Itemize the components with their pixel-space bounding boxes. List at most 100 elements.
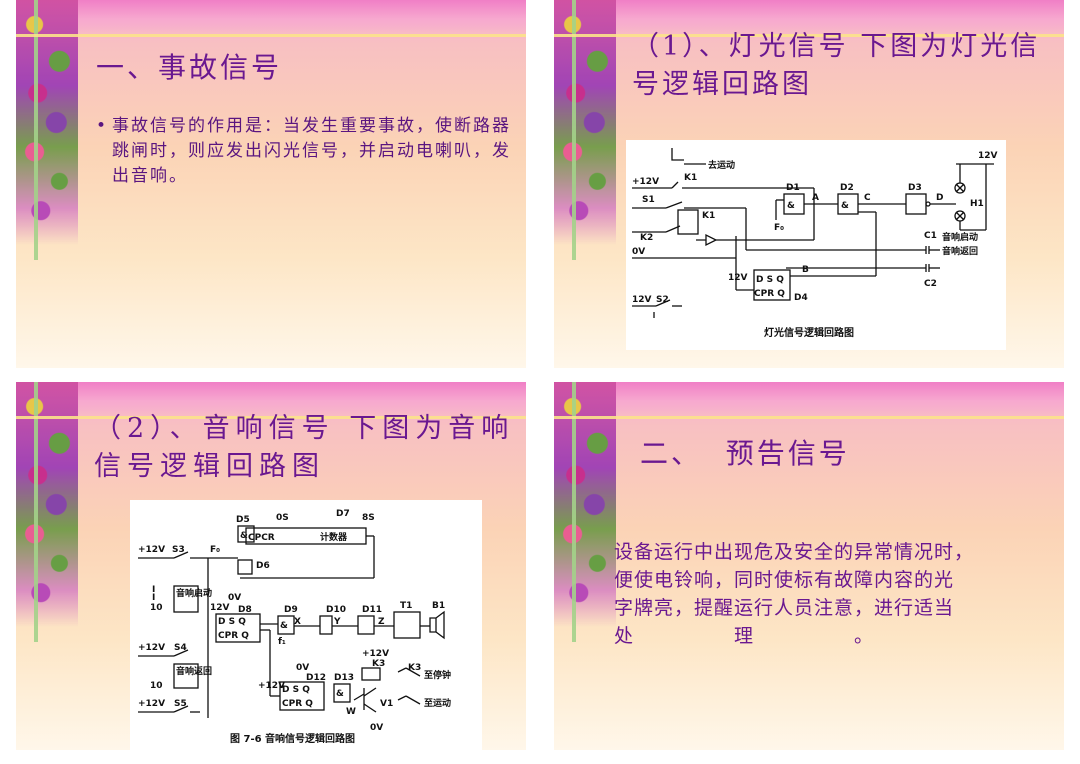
slide-light-signal: （1）、灯光信号 下图为灯光信号逻辑回路图 去运动 +12V K1 S1 K1 … <box>554 0 1064 368</box>
label-10-b: 10 <box>150 681 163 691</box>
label-c: C <box>864 193 871 203</box>
flower-decoration <box>554 0 616 245</box>
slide-sound-signal: （2）、音响信号 下图为音响信号逻辑回路图 0S D7 8S CPCR 计数器 … <box>16 382 526 750</box>
flower-decoration <box>16 382 78 627</box>
label-cprq2: CPR Q <box>282 699 313 709</box>
label-0s: 0S <box>276 513 289 523</box>
svg-text:&: & <box>841 201 849 211</box>
label-12v-f: +12V <box>138 699 165 709</box>
light-signal-diagram: 去运动 +12V K1 S1 K1 K2 0V D1 <box>626 140 1006 350</box>
body-line-2: 便使电铃响，同时使标有故障内容的光 <box>614 569 955 591</box>
label-d9: D9 <box>284 605 298 615</box>
label-i2: I <box>152 593 155 603</box>
label-i1: I <box>152 585 155 595</box>
label-d1: D1 <box>786 183 800 193</box>
decor-vertical-line <box>34 0 38 260</box>
body-text: 设备运行中出现危及安全的异常情况时， 便使电铃响，同时使标有故障内容的光 字牌亮… <box>614 538 1034 650</box>
label-0v-a: 0V <box>228 593 241 603</box>
label-d2: D2 <box>840 183 854 193</box>
label-12v-top: 12V <box>978 151 998 161</box>
label-go-run: 去运动 <box>708 159 735 171</box>
label-dsq: D S Q <box>756 275 784 285</box>
bullet-dot: • <box>96 116 109 136</box>
label-b: B <box>802 265 809 275</box>
decor-vertical-line <box>572 382 576 642</box>
label-8s: 8S <box>362 513 375 523</box>
decor-horizontal-line <box>554 34 1064 37</box>
label-12v-left: +12V <box>632 177 659 187</box>
bullet-text: • 事故信号的作用是：当发生重要事故，使断路器跳闸时，则应发出闪光信号，并启动电… <box>96 114 512 189</box>
label-12v-c: +12V <box>138 643 165 653</box>
slide-title: 二、 预告信号 <box>640 437 850 470</box>
slide-top-band <box>554 382 1064 414</box>
label-0v-c: 0V <box>370 723 383 733</box>
label-y: Y <box>333 617 341 627</box>
label-dsq1: D S Q <box>218 617 246 627</box>
slide-accident-signal: 一、事故信号 • 事故信号的作用是：当发生重要事故，使断路器跳闸时，则应发出闪光… <box>16 0 526 368</box>
svg-text:&: & <box>336 689 344 699</box>
label-k1b: K1 <box>702 211 715 221</box>
label-12v-mid: 12V <box>728 273 748 283</box>
label-10-a: 10 <box>150 603 163 613</box>
label-b1: B1 <box>432 601 445 611</box>
diagram-caption: 灯光信号逻辑回路图 <box>764 326 854 339</box>
decor-horizontal-line <box>554 416 1064 419</box>
label-d5: D5 <box>236 515 250 525</box>
label-s3: S3 <box>172 545 185 555</box>
label-c1: C1 <box>924 231 937 241</box>
label-d: D <box>936 193 943 203</box>
slide-top-band <box>554 0 1064 32</box>
label-k2: K2 <box>640 233 653 243</box>
label-f0: F₀ <box>774 223 784 233</box>
bullet-body: 事故信号的作用是：当发生重要事故，使断路器跳闸时，则应发出闪光信号，并启动电喇叭… <box>112 116 511 186</box>
slide-warning-signal: 二、 预告信号 设备运行中出现危及安全的异常情况时， 便使电铃响，同时使标有故障… <box>554 382 1064 750</box>
body-line-1: 设备运行中出现危及安全的异常情况时， <box>614 541 975 563</box>
label-s5: S5 <box>174 699 187 709</box>
slide-title: 一、事故信号 <box>96 51 283 84</box>
label-w: W <box>346 707 356 717</box>
label-stop-bell: 至停钟 <box>424 669 451 681</box>
flower-decoration <box>16 0 78 245</box>
decor-vertical-line <box>34 382 38 642</box>
label-d13: D13 <box>334 673 354 683</box>
label-d8: D8 <box>238 605 252 615</box>
label-cpcr: CPCR <box>248 533 275 543</box>
label-d11: D11 <box>362 605 382 615</box>
label-12v-bottom: 12V <box>632 295 652 305</box>
label-s2: S2 <box>656 295 669 305</box>
label-d4: D4 <box>794 293 808 303</box>
label-k1a: K1 <box>684 173 697 183</box>
body-line-4: 处 理 。 <box>614 625 875 647</box>
label-s4: S4 <box>174 643 187 653</box>
label-k3: K3 <box>372 659 385 669</box>
diagram-caption: 图 7-6 音响信号逻辑回路图 <box>230 732 355 745</box>
decor-horizontal-line <box>16 34 526 37</box>
label-d3: D3 <box>908 183 922 193</box>
label-f0: F₀ <box>210 545 220 555</box>
label-k3b: K3 <box>408 663 421 673</box>
svg-text:&: & <box>787 201 795 211</box>
label-12v-a: +12V <box>138 545 165 555</box>
label-v1: V1 <box>380 699 393 709</box>
label-cprq1: CPR Q <box>218 631 249 641</box>
label-sound-return: 音响返回 <box>942 245 978 257</box>
sound-signal-circuit: 0S D7 8S CPCR 计数器 D5 & D6 +12V S3 F₀ I I… <box>138 509 451 745</box>
label-c2: C2 <box>924 279 937 289</box>
label-cpr: CPR Q <box>754 289 785 299</box>
label-counter: 计数器 <box>320 531 348 543</box>
light-signal-circuit: 去运动 +12V K1 S1 K1 K2 0V D1 <box>632 148 998 339</box>
label-sound-start: 音响启动 <box>176 587 212 599</box>
label-12v-b: 12V <box>210 603 230 613</box>
label-s1: S1 <box>642 195 655 205</box>
label-to-run: 至运动 <box>424 698 451 709</box>
slide-top-band <box>16 0 526 32</box>
svg-text:&: & <box>280 621 288 631</box>
label-dsq2: D S Q <box>282 685 310 695</box>
svg-text:&: & <box>240 531 248 541</box>
label-0v-b: 0V <box>296 663 309 673</box>
label-d6: D6 <box>256 561 270 571</box>
decor-horizontal-line <box>16 416 526 419</box>
slide-title: （1）、灯光信号 下图为灯光信号逻辑回路图 <box>632 31 1041 100</box>
label-d12: D12 <box>306 673 326 683</box>
label-f1: f₁ <box>278 637 286 647</box>
